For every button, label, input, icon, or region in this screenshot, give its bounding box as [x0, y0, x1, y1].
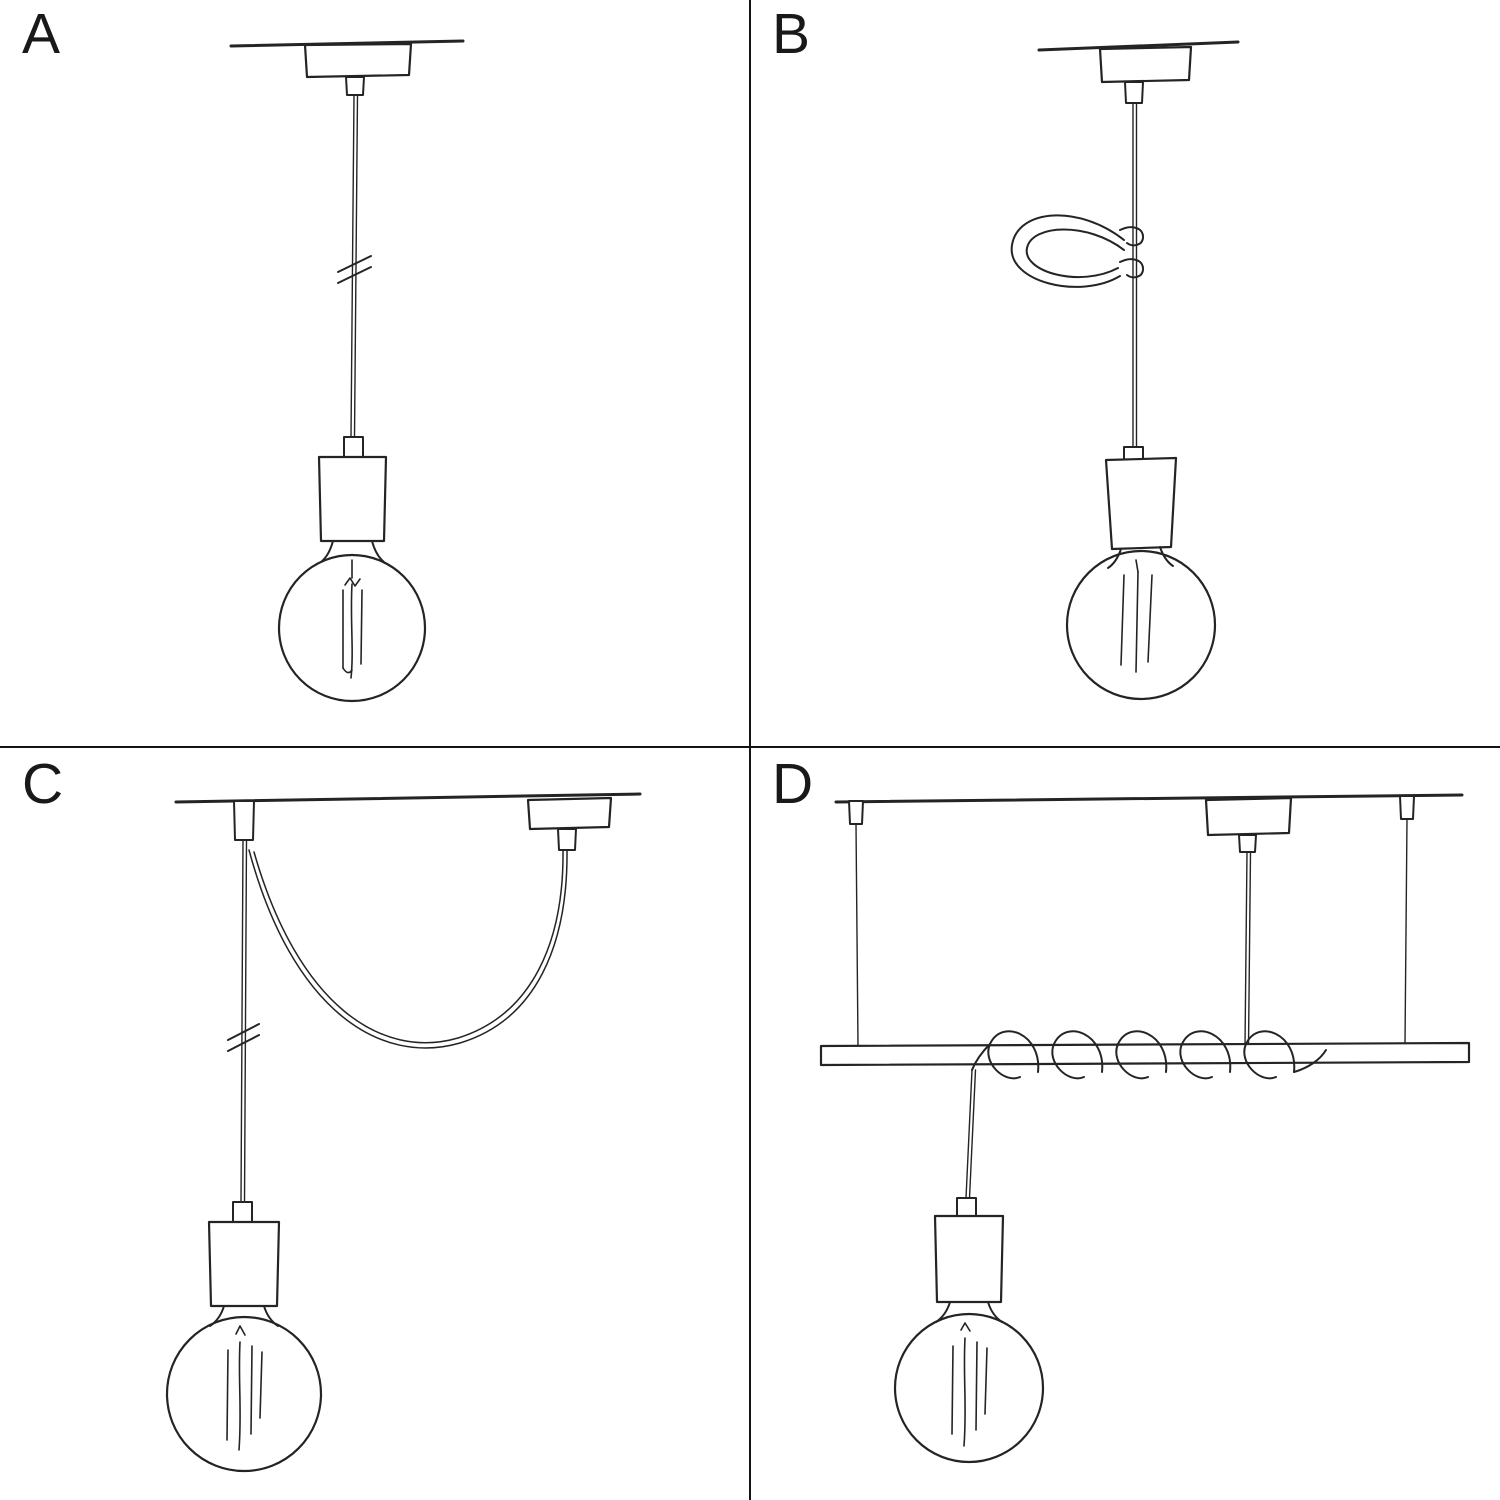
ceiling-rose [526, 796, 613, 851]
pendant-sketch-swag-hook [165, 792, 642, 1473]
pendant-sketch-straight-drop [229, 39, 465, 703]
rose-drop-cable [1244, 851, 1252, 1047]
option-label-c: C [22, 752, 65, 816]
cable-shortening-mark [337, 255, 372, 284]
cable-clip-loop [1010, 214, 1145, 288]
bulb-filament [951, 1322, 988, 1447]
wood-bar [819, 1041, 1471, 1067]
pendant-cable [1132, 102, 1138, 448]
pendant-cable [965, 1069, 977, 1199]
light-bulb [165, 1305, 323, 1473]
lamp-holder [317, 436, 388, 543]
panel-option-c: C [0, 750, 750, 1500]
light-bulb [1065, 546, 1217, 701]
pendant-sketch-bar-spiral [819, 793, 1471, 1464]
bulb-filament [1120, 559, 1153, 673]
swag-hook-pin [233, 800, 255, 841]
bulb-filament [342, 559, 363, 679]
panel-option-a: A [0, 0, 750, 750]
panel-option-d: D [750, 750, 1500, 1500]
cable-spiral-wrap [971, 1030, 1327, 1080]
ceiling-rose [1098, 45, 1193, 104]
grid-divider-horizontal [0, 746, 1500, 748]
option-label-b: B [772, 2, 812, 66]
light-bulb [893, 1301, 1045, 1464]
ceiling-line [229, 39, 465, 48]
ceiling-line [834, 793, 1464, 804]
option-label-d: D [772, 752, 815, 816]
pendant-cable [240, 839, 248, 1203]
ceiling-rose [303, 42, 413, 96]
panel-option-b: B [750, 0, 1500, 750]
option-label-a: A [22, 2, 62, 66]
grid-divider-vertical [749, 0, 751, 1500]
ceiling-rose [1204, 796, 1293, 853]
cable-shortening-mark [227, 1023, 260, 1052]
suspension-pin-right [1399, 795, 1415, 1045]
lamp-holder [207, 1201, 281, 1308]
pendant-sketch-cable-clip [1010, 40, 1240, 701]
swag-cable [248, 849, 568, 1049]
ceiling-line [1037, 40, 1240, 52]
lamp-holder [933, 1197, 1005, 1304]
bulb-filament [226, 1325, 263, 1451]
suspension-pin-left [848, 800, 864, 1047]
lamp-holder [1104, 446, 1178, 551]
